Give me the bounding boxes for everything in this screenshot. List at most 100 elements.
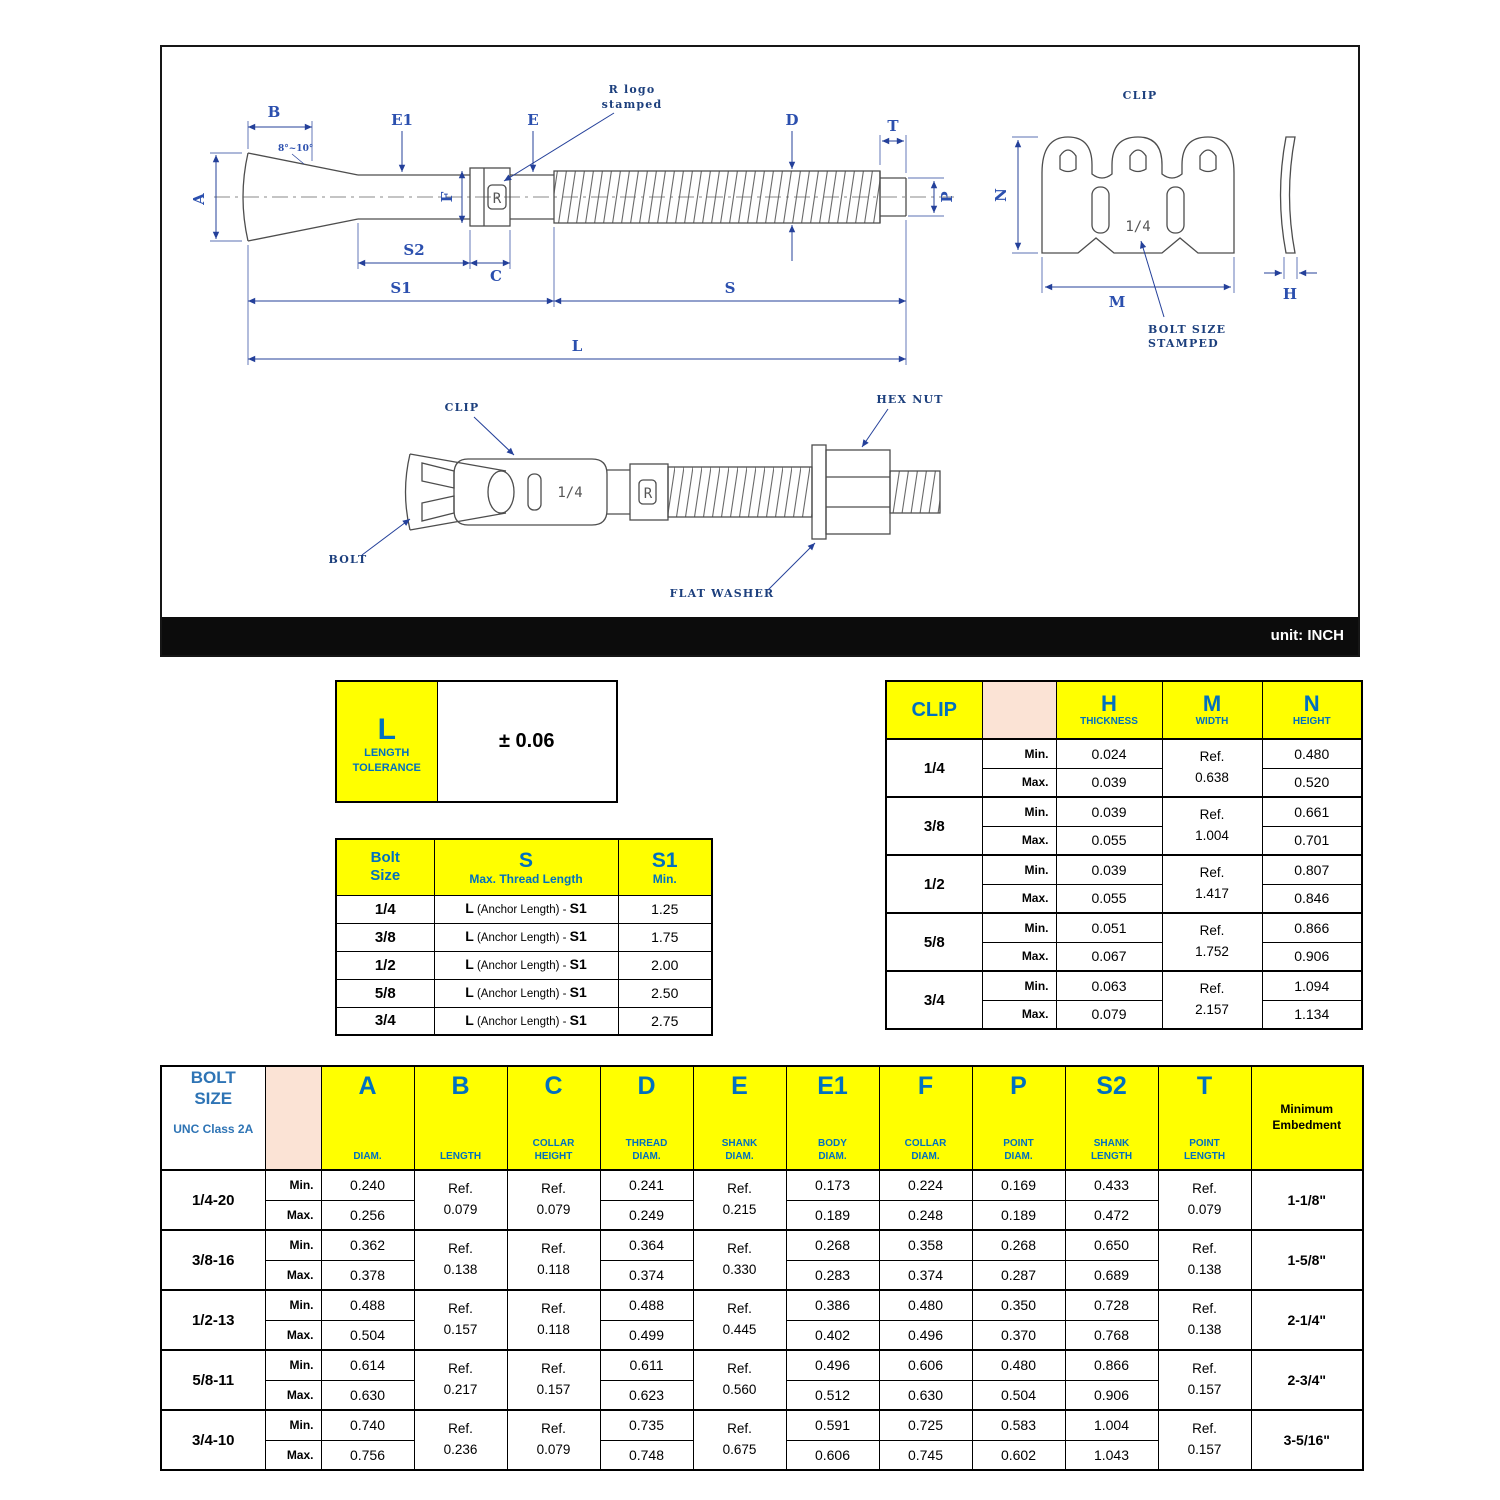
value-cell: 0.079 <box>1055 999 1163 1030</box>
merged-value-cell: Ref.0.118 <box>506 1289 601 1351</box>
flat-washer-shape <box>811 444 827 540</box>
value-cell: 0.374 <box>599 1259 694 1291</box>
value-cell: 0.433 <box>1064 1169 1159 1201</box>
max-label: Max. <box>264 1439 322 1471</box>
bolt-size-stamped-callout: BOLT SIZE <box>1148 323 1226 336</box>
clip-size-stamp: 1/4 <box>1125 219 1150 235</box>
r-logo-icon <box>487 184 507 210</box>
dim-label-s2: S2 <box>403 241 424 259</box>
thread-table-header: Bolt Size S Max. Thread Length S1 Min. <box>335 838 713 896</box>
embedment-cell: 1-1/8" <box>1250 1169 1364 1231</box>
assembled-clip <box>453 458 608 526</box>
merged-value-cell: Ref.0.560 <box>692 1349 787 1411</box>
bolt-size-cell: 1/4 <box>335 894 435 924</box>
col-header-bolt-size: Bolt Size <box>335 838 435 896</box>
value-cell: 0.370 <box>971 1319 1066 1351</box>
value-cell: 0.241 <box>599 1169 694 1201</box>
dim-label-h: H <box>1283 285 1297 303</box>
hex-nut-shape <box>825 449 891 535</box>
value-cell: 0.055 <box>1055 883 1163 914</box>
clip-size-cell: 1/2 <box>885 854 983 914</box>
col-header-n: N HEIGHT <box>1261 680 1363 740</box>
table-row: Max. 0.055 0.846 <box>886 883 1363 914</box>
max-label: Max. <box>264 1319 322 1351</box>
bolt-size-cell: 3/4-10 <box>160 1409 266 1471</box>
clip-size-cell: 1/4 <box>885 738 983 798</box>
merged-value-cell: Ref.0.079 <box>506 1409 601 1471</box>
tolerance-dim-cell: L LENGTH TOLERANCE <box>335 680 438 803</box>
drawing-panel: R B 8°~10° A <box>160 45 1360 657</box>
value-cell: 0.630 <box>320 1379 415 1411</box>
table-row: 5/8-11 Min. 0.614 Ref.0.217 Ref.0.157 0.… <box>160 1349 1364 1411</box>
value-cell: 0.039 <box>1055 767 1163 798</box>
dim-label-angle: 8°~10° <box>278 144 313 154</box>
value-cell: 0.583 <box>971 1409 1066 1441</box>
max-label: Max. <box>981 999 1057 1030</box>
value-cell: 0.173 <box>785 1169 880 1201</box>
dim-label-p: P <box>938 191 956 202</box>
thread-length-table: Bolt Size S Max. Thread Length S1 Min. 1… <box>335 838 713 1036</box>
value-cell: 0.480 <box>971 1349 1066 1381</box>
max-label: Max. <box>264 1199 322 1231</box>
value-cell: 0.287 <box>971 1259 1066 1291</box>
merged-value-cell: Ref.0.157 <box>506 1349 601 1411</box>
value-cell: 0.807 <box>1261 854 1363 885</box>
table-row: 3/8 Min. 0.039 Ref.1.004 0.661 <box>885 796 1363 856</box>
value-cell: 2.00 <box>617 950 713 980</box>
col-header-h: H THICKNESS <box>1055 680 1163 740</box>
table-row: 1/4 Min. 0.024 Ref.0.638 0.480 <box>885 738 1363 798</box>
hex-nut-callout: HEX NUT <box>876 393 943 406</box>
r-logo-mark: R <box>493 191 502 207</box>
value-cell: 0.735 <box>599 1409 694 1441</box>
value-cell: 0.725 <box>878 1409 973 1441</box>
formula-cell: L (Anchor Length) - S1 <box>433 922 619 952</box>
value-cell: 0.906 <box>1064 1379 1159 1411</box>
bolt-size-cell: 1/2-13 <box>160 1289 266 1351</box>
dim-label-c: C <box>490 267 502 285</box>
clip-side-view: H <box>1264 136 1317 303</box>
table-row: Max. 0.756 0.748 0.606 0.745 0.602 1.043 <box>161 1439 1363 1471</box>
dim-label-l: L <box>572 337 583 355</box>
value-cell: 0.614 <box>320 1349 415 1381</box>
value-cell: 0.768 <box>1064 1319 1159 1351</box>
assembled-clip-stamp: 1/4 <box>557 485 582 501</box>
merged-value-cell: Ref.1.752 <box>1161 912 1263 972</box>
embedment-cell: 3-5/16" <box>1250 1409 1364 1471</box>
value-cell: 0.386 <box>785 1289 880 1321</box>
table-row: 1/4-20 Min. 0.240 Ref.0.079 Ref.0.079 0.… <box>160 1169 1364 1231</box>
value-cell: 0.480 <box>1261 738 1363 769</box>
anchor-side-view: R B 8°~10° A <box>190 83 956 365</box>
table-row: Max. 0.079 1.134 <box>886 999 1363 1030</box>
value-cell: 0.358 <box>878 1229 973 1261</box>
value-cell: 0.256 <box>320 1199 415 1231</box>
table-row: 1/2 L (Anchor Length) - S1 2.00 <box>335 950 713 980</box>
embedment-cell: 2-1/4" <box>1250 1289 1364 1351</box>
dim-label-b: B <box>268 103 281 121</box>
value-cell: 0.701 <box>1261 825 1363 856</box>
value-cell: 0.504 <box>971 1379 1066 1411</box>
col-header-s: S Max. Thread Length <box>433 838 619 896</box>
merged-value-cell: Ref.0.330 <box>692 1229 787 1291</box>
bolt-size-cell: 1/4-20 <box>160 1169 266 1231</box>
value-cell: 0.039 <box>1055 854 1163 885</box>
r-logo-callout: R logo <box>609 83 656 96</box>
technical-drawing: R B 8°~10° A <box>190 83 1317 600</box>
value-cell: 0.846 <box>1261 883 1363 914</box>
value-cell: 0.024 <box>1055 738 1163 769</box>
assembly-view: 1/4 R CLIP HEX NUT FLAT WASHER BOL <box>329 393 943 600</box>
value-cell: 1.043 <box>1064 1439 1159 1471</box>
table-row: 3/4-10 Min. 0.740 Ref.0.236 Ref.0.079 0.… <box>160 1409 1364 1471</box>
value-cell: 0.055 <box>1055 825 1163 856</box>
value-cell: 0.496 <box>878 1319 973 1351</box>
clip-view-title: CLIP <box>1123 89 1158 102</box>
merged-value-cell: Ref.0.215 <box>692 1169 787 1231</box>
value-cell: 0.378 <box>320 1259 415 1291</box>
value-cell: 0.520 <box>1261 767 1363 798</box>
value-cell: 0.689 <box>1064 1259 1159 1291</box>
value-cell: 0.650 <box>1064 1229 1159 1261</box>
value-cell: 0.283 <box>785 1259 880 1291</box>
